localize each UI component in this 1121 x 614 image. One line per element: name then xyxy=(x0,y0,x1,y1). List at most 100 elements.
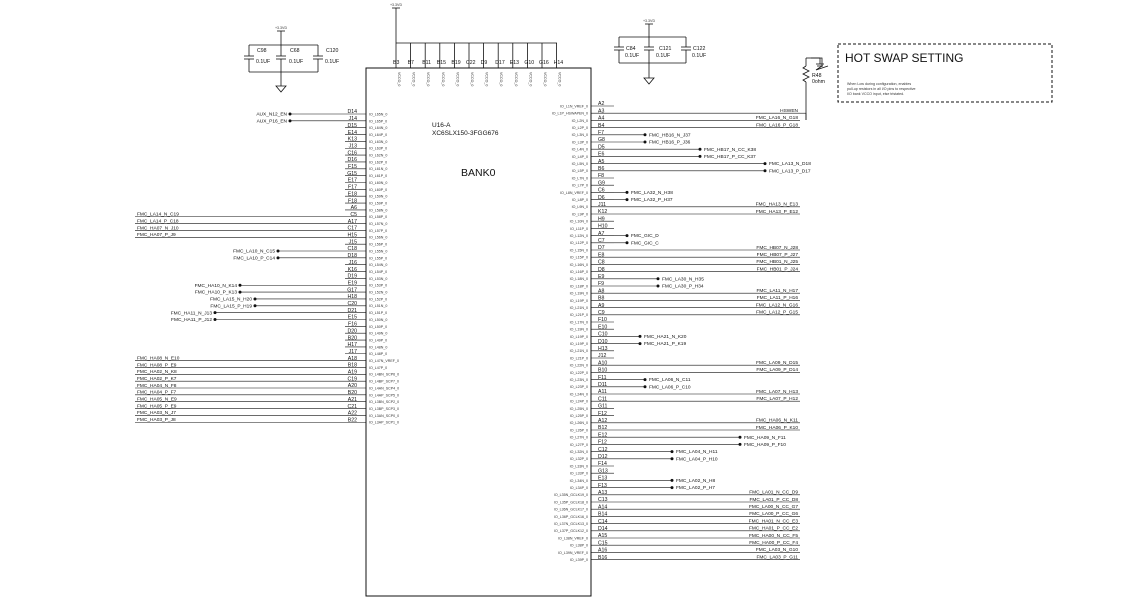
net-label: FMC_LA06_N_C11 xyxy=(649,377,691,383)
pin-name: IO_L49N_0 xyxy=(369,332,387,336)
net-label: FMC_LA12_N_G16 xyxy=(756,302,798,308)
pin-number: D7 xyxy=(598,245,605,251)
net-label: FMC_GIC_C xyxy=(631,240,659,246)
pin-number: E9 xyxy=(598,274,604,280)
pin-name: IO_L34N_0 xyxy=(570,479,588,483)
net-label: FMC_LA15_N_H20 xyxy=(210,297,252,303)
vcco-pin-name: VCCO_0 xyxy=(470,72,474,86)
pin-number: A16 xyxy=(598,548,607,554)
pin-number: F12 xyxy=(598,411,607,417)
cap-value: 0.1UF xyxy=(289,59,303,65)
net-label: FMC_LA02_N_H8 xyxy=(676,478,716,484)
pin-number: G11 xyxy=(598,404,608,410)
net-junction-dot xyxy=(625,241,629,245)
pin-name: IO_L65N_0 xyxy=(369,112,387,116)
pin-name: IO_L36P_GCLK16_0 xyxy=(554,515,588,519)
vcco-pin-number: B3 xyxy=(393,60,399,66)
pin-number: D16 xyxy=(347,157,357,163)
net-label: FMC_GIC_D xyxy=(631,233,659,239)
net-junction-dot xyxy=(698,154,702,158)
pin-number: H15 xyxy=(347,233,357,239)
pin-number: J16 xyxy=(349,260,357,266)
pin-number: K12 xyxy=(598,209,607,215)
net-label: FMC_LA06_P_C10 xyxy=(649,384,691,390)
pin-number: D8 xyxy=(598,267,605,273)
pin-number: C19 xyxy=(347,376,357,382)
net-label: FMC_HA03_N_J7 xyxy=(137,410,176,416)
net-junction-dot xyxy=(276,249,280,253)
pin-name: IO_L4N_0 xyxy=(572,148,588,152)
pin-name: IO_L27P_0 xyxy=(570,443,588,447)
pin-number: C18 xyxy=(347,246,357,252)
pin-name: IO_L25P_0 xyxy=(570,414,588,418)
net-label: FMC_HA08_N_E10 xyxy=(137,355,180,361)
net-label: FMC_LA16_P_G18 xyxy=(756,122,798,128)
net-label: FMC_LA01_P_CC_D8 xyxy=(749,497,798,503)
vcco-pin-number: B19 xyxy=(451,60,460,66)
pin-name: IO_L21N_0 xyxy=(570,306,588,310)
net-label: AUX_N12_EN xyxy=(256,112,287,118)
net-junction-dot xyxy=(638,342,642,346)
net-label: FMC_HB17_N_CC_K38 xyxy=(704,147,756,153)
pin-number: C10 xyxy=(598,332,608,338)
pin-name: IO_L19P_0 xyxy=(570,335,588,339)
pin-name: IO_L52N_0 xyxy=(369,291,387,295)
bank-label: BANK0 xyxy=(461,167,496,179)
pin-number: B18 xyxy=(348,363,357,369)
pin-name: IO_L32P_0 xyxy=(570,457,588,461)
net-junction-dot xyxy=(643,140,647,144)
chip-part: XC6SLX150-3FGG676 xyxy=(432,130,499,137)
pin-name: IO_L58P_0 xyxy=(369,215,387,219)
pin-name: IO_L38N_VREF_0 xyxy=(558,536,588,540)
net-label: FMC_HA05_N_E9 xyxy=(137,397,177,403)
pin-number: D15 xyxy=(347,123,357,129)
pin-name: IO_L16P_0 xyxy=(570,270,588,274)
net-junction-dot xyxy=(213,318,217,321)
pin-number: B20 xyxy=(348,390,357,396)
pin-number: C21 xyxy=(347,404,357,410)
pin-name: IO_L21P_0 xyxy=(570,313,588,317)
pin-number: F18 xyxy=(348,198,357,204)
vcco-pin-number: D9 xyxy=(481,60,488,66)
pin-name: IO_L27N_0 xyxy=(570,436,588,440)
pin-number: H17 xyxy=(347,342,357,348)
net-label: FMC_HA13_N_E13 xyxy=(756,202,799,208)
net-label: FMC_HA08_P_E9 xyxy=(137,362,177,368)
net-junction-dot xyxy=(670,486,674,490)
net-label: FMC_HA06_P_K10 xyxy=(756,425,798,431)
net-label: FMC_HA01_N_CC_E3 xyxy=(749,518,799,524)
net-label: FMC_HA21_N_K20 xyxy=(644,334,687,340)
vcco-pin-name: VCCO_0 xyxy=(558,72,562,86)
pin-number: B8 xyxy=(598,296,604,302)
pin-number: A14 xyxy=(598,504,607,510)
pin-name: IO_L22P_0 xyxy=(570,371,588,375)
pin-name: IO_L19P_0 xyxy=(570,342,588,346)
pin-name: IO_L50N_0 xyxy=(369,318,387,322)
pin-number: A7 xyxy=(598,231,604,237)
net-junction-dot xyxy=(238,283,242,287)
net-label: FMC_HA21_P_K19 xyxy=(644,341,686,347)
pin-number: K16 xyxy=(348,267,357,273)
pin-number: F13 xyxy=(598,483,607,489)
net-junction-dot xyxy=(288,119,292,123)
pin-name: IO_L36N_GCLK17_0 xyxy=(554,508,588,512)
pin-name: IO_L54N_0 xyxy=(369,263,387,267)
pin-number: A19 xyxy=(348,370,357,376)
pin-name: IO_L49P_0 xyxy=(369,338,387,342)
pin-name: IO_L3BP_SCP3_0 xyxy=(369,407,399,411)
net-junction-dot xyxy=(656,284,660,288)
pin-number: F16 xyxy=(348,322,357,328)
pin-number: C8 xyxy=(598,260,605,266)
net-label: FMC_HA05_P_E9 xyxy=(137,403,177,409)
pin-name: IO_L26N_0 xyxy=(570,421,588,425)
net-junction-dot xyxy=(670,478,674,482)
pin-number: E13 xyxy=(598,476,607,482)
cap-group-right: +3.3VD C84 0.1UF C121 0.1UF C122 0.1UF xyxy=(614,19,706,85)
net-label: FMC_LA01_N_CC_D9 xyxy=(749,490,798,496)
net-junction-dot xyxy=(253,304,257,308)
pin-number: C11 xyxy=(598,396,607,402)
net-junction-dot xyxy=(625,234,629,238)
pin-name: IO_L51P_0 xyxy=(369,311,387,315)
pin-number: E14 xyxy=(348,130,357,136)
net-label: FMC_LA11_N_H17 xyxy=(756,288,798,294)
